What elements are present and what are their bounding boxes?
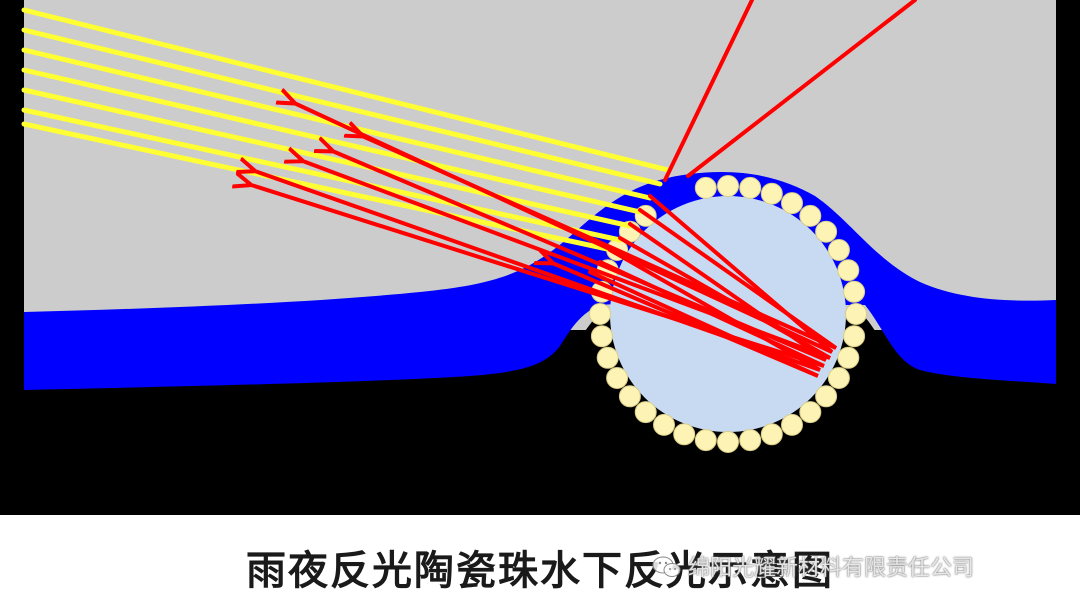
ceramic-microbead	[827, 239, 850, 261]
incident-rays	[21, 7, 671, 253]
watermark: 绵阳光耀新材料有限责任公司	[652, 550, 974, 582]
reflected-ray	[252, 170, 821, 372]
ceramic-microbead	[739, 429, 762, 452]
scattered-ray	[686, 0, 917, 178]
incident-ray	[21, 107, 623, 243]
ceramic-microbead	[634, 401, 657, 424]
watermark-text: 绵阳光耀新材料有限责任公司	[688, 556, 975, 581]
ceramic-microbead	[837, 346, 860, 369]
ceramic-microbead	[618, 385, 641, 408]
ceramic-microbead	[694, 429, 717, 452]
ceramic-microbead	[673, 423, 696, 446]
ceramic-microbead	[589, 303, 611, 325]
ceramic-microbead	[717, 175, 739, 197]
reflected-ray	[550, 262, 819, 378]
reflected-ray	[330, 150, 828, 362]
ceramic-microbead	[799, 401, 822, 424]
ceramic-microbead	[606, 367, 629, 389]
incident-ray	[21, 87, 633, 229]
reflected-ray	[360, 135, 838, 350]
ceramic-microbead	[843, 325, 866, 348]
incident-ray	[21, 7, 671, 173]
ceramic-microbead	[596, 346, 619, 369]
incident-ray	[21, 27, 663, 187]
ceramic-microbead	[781, 192, 803, 215]
ceramic-microbead	[694, 176, 717, 199]
ceramic-microbead	[653, 413, 675, 436]
reflected-ray	[248, 184, 825, 368]
ceramic-microbead	[815, 385, 838, 408]
ceramic-microbead	[837, 259, 860, 282]
ceramic-microbead	[760, 182, 783, 205]
reflected-ray	[300, 160, 831, 360]
ceramic-microbead	[845, 303, 867, 325]
ceramic-microbead	[590, 325, 613, 348]
wechat-icon	[652, 556, 681, 577]
ceramic-microbead	[843, 280, 866, 303]
ceramic-microbead	[739, 176, 762, 199]
ceramic-microbead	[760, 423, 783, 446]
diagram-caption: 雨夜反光陶瓷珠水下反光示意图	[246, 548, 834, 594]
retroreflection-diagram	[0, 0, 1080, 515]
ceramic-microbead	[815, 220, 838, 243]
ceramic-microbead	[781, 413, 803, 436]
reflected-rays	[248, 0, 917, 378]
ceramic-microbead	[799, 204, 822, 227]
ceramic-microbead	[717, 431, 739, 453]
scattered-ray	[663, 0, 754, 182]
ceramic-microbead	[827, 367, 850, 389]
glass-bead	[610, 196, 846, 432]
